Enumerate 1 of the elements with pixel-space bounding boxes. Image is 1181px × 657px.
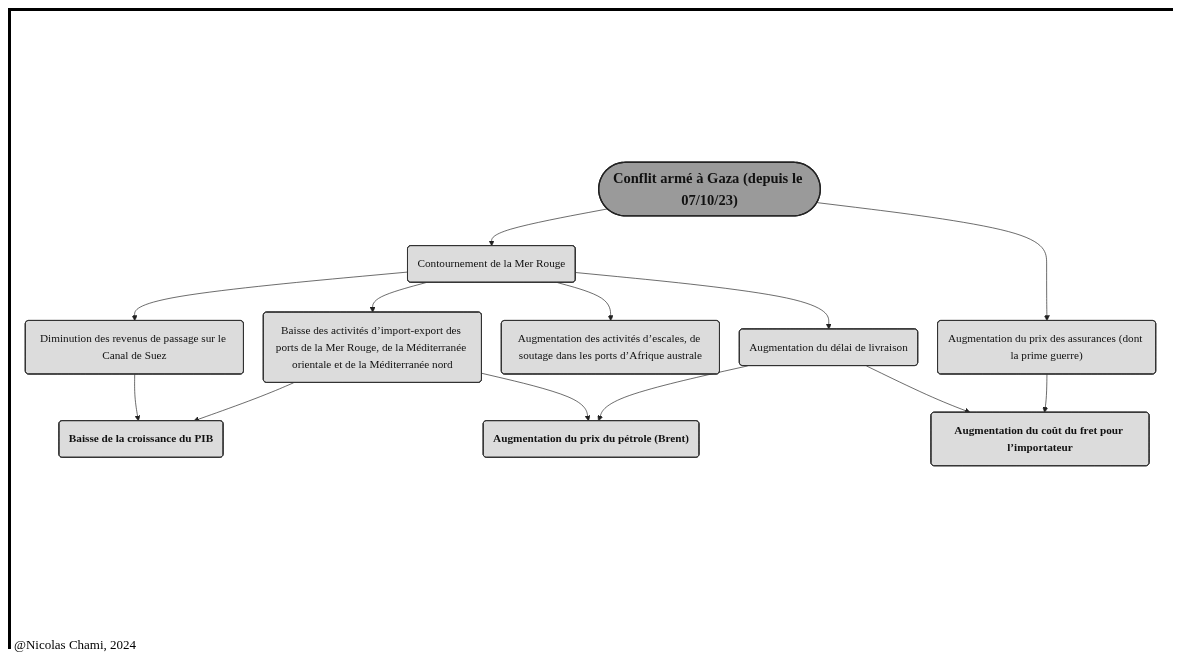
credit-note: @Nicolas Chami, 2024 [14,637,137,653]
